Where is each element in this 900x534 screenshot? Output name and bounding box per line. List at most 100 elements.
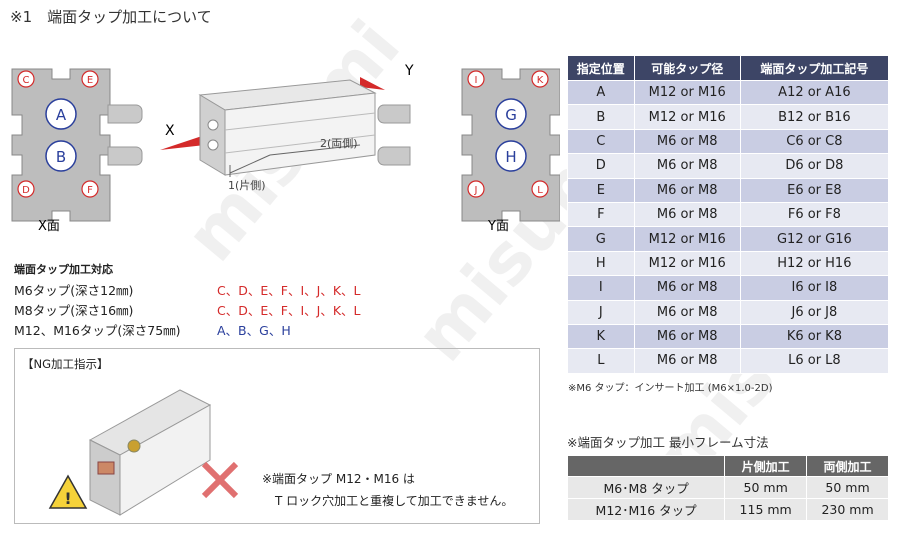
- table-cell: E6 or E8: [739, 177, 890, 203]
- table-cell: M6 or M8: [633, 299, 741, 325]
- profile-diagram: C E D F A B X Y 1(片側) 2(両側) I K J: [11, 63, 560, 234]
- warning-icon: [48, 474, 88, 509]
- table-cell: J6 or J8: [739, 299, 890, 325]
- table-cell: F: [567, 201, 635, 228]
- table-cell: M12 or M16: [633, 250, 741, 277]
- y-letter-g: G: [505, 106, 517, 124]
- both-sides-label: 2(両側): [320, 137, 358, 150]
- y-letter-l: L: [537, 185, 543, 196]
- table-cell: G12 or G16: [739, 226, 890, 252]
- table-cell: M6 or M8: [633, 128, 741, 155]
- table-cell: J: [567, 299, 635, 325]
- support-label-m8: M8タップ(深さ16㎜): [14, 303, 134, 318]
- table-cell: C6 or C8: [739, 128, 890, 155]
- extrusion-3d: [198, 79, 377, 176]
- frame-header: [566, 455, 726, 477]
- ng-note-line2: T ロック穴加工と重複して加工できません。: [275, 494, 514, 508]
- y-letter-k: K: [537, 75, 544, 86]
- table-cell: M6 or M8: [633, 348, 741, 374]
- table-cell: K: [567, 323, 635, 350]
- support-title: 端面タップ加工対応: [14, 263, 113, 276]
- table-cell: M6 or M8: [633, 153, 741, 179]
- table-cell: M6 or M8: [633, 275, 741, 301]
- table-cell: 50 mm: [724, 476, 808, 499]
- table-cell: A12 or A16: [739, 79, 890, 106]
- one-side-label: 1(片側): [228, 179, 266, 192]
- ng-illustration: !: [48, 389, 212, 516]
- table-cell: M6 or M8: [633, 323, 741, 350]
- frame-header: 両側加工: [806, 455, 889, 477]
- spec-header: 指定位置: [567, 55, 635, 81]
- table-cell: 50 mm: [806, 476, 889, 499]
- support-value-m12: A、B、G、H: [217, 323, 291, 338]
- table-cell: B: [567, 104, 635, 130]
- table-cell: L6 or L8: [739, 348, 890, 374]
- spec-header: 可能タップ径: [633, 55, 741, 81]
- ng-title: 【NG加工指示】: [22, 357, 109, 371]
- x-letter-c: C: [23, 75, 30, 86]
- table-cell: H: [567, 250, 635, 277]
- table-cell: H12 or H16: [739, 250, 890, 277]
- table-cell: I: [567, 275, 635, 301]
- table-cell: D6 or D8: [739, 153, 890, 179]
- x-face-label: X面: [38, 219, 60, 234]
- x-face-profile: [11, 68, 111, 222]
- y-face-label: Y面: [487, 219, 509, 234]
- spec-header: 端面タップ加工記号: [739, 55, 890, 81]
- table-cell: I6 or I8: [739, 275, 890, 301]
- table-cell: L: [567, 348, 635, 374]
- cross-icon: [201, 461, 239, 499]
- table-cell: M6 or M8: [633, 201, 741, 228]
- table-cell: G: [567, 226, 635, 252]
- table-cell: M12 or M16: [633, 226, 741, 252]
- spec-note: ※M6 タップ：インサート加工 (M6×1.0-2D): [568, 383, 773, 394]
- table-cell: M12 or M16: [633, 104, 741, 130]
- y-axis-label: Y: [404, 63, 414, 79]
- ng-box: [14, 348, 540, 524]
- frame-table-title: ※端面タップ加工 最小フレーム寸法: [567, 435, 769, 450]
- support-label-m12: M12、M16タップ(深さ75㎜): [14, 323, 181, 338]
- table-cell: 230 mm: [806, 498, 889, 521]
- page-title: ※1 端面タップ加工について: [10, 8, 212, 26]
- x-letter-e: E: [87, 75, 93, 86]
- table-cell: M12 or M16: [633, 79, 741, 106]
- frame-header: 片側加工: [724, 455, 808, 477]
- table-cell: F6 or F8: [739, 201, 890, 228]
- svg-text:!: !: [64, 489, 71, 508]
- table-cell: M12･M16 タップ: [566, 498, 726, 521]
- x-axis-label: X: [165, 123, 175, 139]
- table-cell: 115 mm: [724, 498, 808, 521]
- y-face-profile: [461, 68, 560, 222]
- y-letter-h: H: [505, 148, 516, 166]
- table-cell: E: [567, 177, 635, 203]
- support-label-m6: M6タップ(深さ12㎜): [14, 283, 134, 298]
- table-cell: D: [567, 153, 635, 179]
- x-letter-f: F: [87, 185, 93, 196]
- table-cell: C: [567, 128, 635, 155]
- x-letter-d: D: [22, 185, 30, 196]
- table-cell: A: [567, 79, 635, 106]
- support-value-m6: C、D、E、F、I、J、K、L: [217, 283, 361, 298]
- table-cell: M6 or M8: [633, 177, 741, 203]
- support-value-m8: C、D、E、F、I、J、K、L: [217, 303, 361, 318]
- x-letter-b: B: [56, 148, 66, 166]
- table-cell: K6 or K8: [739, 323, 890, 350]
- table-cell: B12 or B16: [739, 104, 890, 130]
- ng-note-line1: ※端面タップ M12・M16 は: [262, 472, 415, 486]
- table-cell: M6･M8 タップ: [566, 476, 726, 499]
